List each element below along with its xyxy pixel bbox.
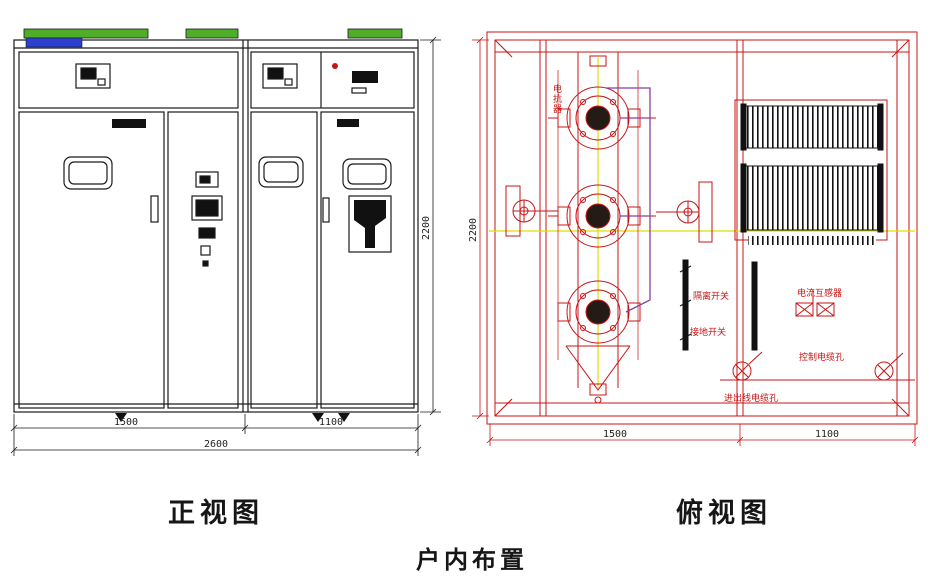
phase-column: [548, 52, 656, 404]
control-cable-hole-label: 控制电缆孔: [799, 351, 844, 363]
current-transformer-boxes: [795, 290, 835, 317]
front-view-caption: 正视图: [168, 498, 264, 529]
left-instrument-band: [18, 51, 239, 109]
left-door-window: [63, 156, 113, 190]
left-door-handle: [150, 195, 159, 223]
resistor-bank-lower: [740, 163, 884, 233]
left-door-nameplate: [112, 119, 146, 128]
top-view-dimensions: [472, 36, 919, 446]
base-anchor-arrows: [115, 413, 350, 422]
resistor-banks: [734, 99, 888, 245]
cable-hole-details: [720, 351, 915, 381]
right-instrument-band: [250, 51, 415, 109]
phase-c-reactor: [557, 280, 641, 344]
right-display-unit: [262, 63, 298, 89]
dim-front-left-width: 1500: [114, 417, 138, 428]
right-door-window: [258, 156, 304, 188]
left-relay-column: [167, 111, 239, 409]
earthing-switch-label: 接地开关: [690, 326, 726, 338]
dim-front-total-width: 2600: [204, 439, 228, 450]
right-meter-window: [352, 71, 378, 83]
dim-top-left-width: 1500: [603, 429, 627, 440]
right-door: [250, 111, 318, 409]
cable-hole-label: 进出线电缆孔: [724, 392, 778, 404]
dim-front-height: 2200: [421, 216, 432, 240]
top-view-caption: 俯视图: [676, 497, 772, 529]
top-view-frame: [486, 31, 918, 425]
blue-nameplate: [25, 37, 83, 48]
cabinet-left: [18, 51, 239, 409]
right-column-window: [342, 158, 392, 190]
isolating-switch-label: 隔离开关: [693, 290, 729, 302]
left-column-devices: [191, 171, 223, 267]
front-view-drawing: 1500 1100 2600 2200: [10, 28, 441, 456]
overall-caption: 户内布置: [416, 545, 528, 574]
left-door: [18, 111, 165, 409]
indicator-lamp: [332, 63, 338, 69]
switch-bars: [679, 259, 758, 351]
left-display-unit: [75, 63, 111, 89]
cabinet-right: [250, 51, 415, 409]
dim-top-right-width: 1100: [815, 429, 839, 440]
front-view-dimensions: [10, 36, 441, 456]
resistor-bank-upper: [740, 103, 884, 151]
dim-front-right-width: 1100: [319, 417, 343, 428]
top-view-drawing: 隔离开关 接地开关 电流互感器 控制电缆孔 进出线电缆孔 1500 1100 2…: [468, 31, 919, 446]
right-relay-column: [320, 111, 415, 409]
mid-insulator-assembly: [656, 181, 713, 243]
current-transformer-label: 电流互感器: [797, 287, 842, 299]
left-insulator-assembly: [505, 185, 558, 237]
wiring-run: [606, 87, 651, 313]
right-column-handle: [322, 197, 330, 223]
terminal-comb: [748, 236, 876, 245]
right-column-nameplate: [337, 119, 359, 127]
cabinet-shell: [13, 39, 419, 413]
reactor-label: 电抗器: [551, 84, 561, 114]
phase-b-reactor: [548, 184, 656, 248]
cabinet-top-green-strips: [23, 28, 403, 39]
dim-top-depth: 2200: [468, 218, 479, 242]
right-mimic-panel: [348, 195, 392, 253]
bottom-funnel: [565, 345, 631, 404]
